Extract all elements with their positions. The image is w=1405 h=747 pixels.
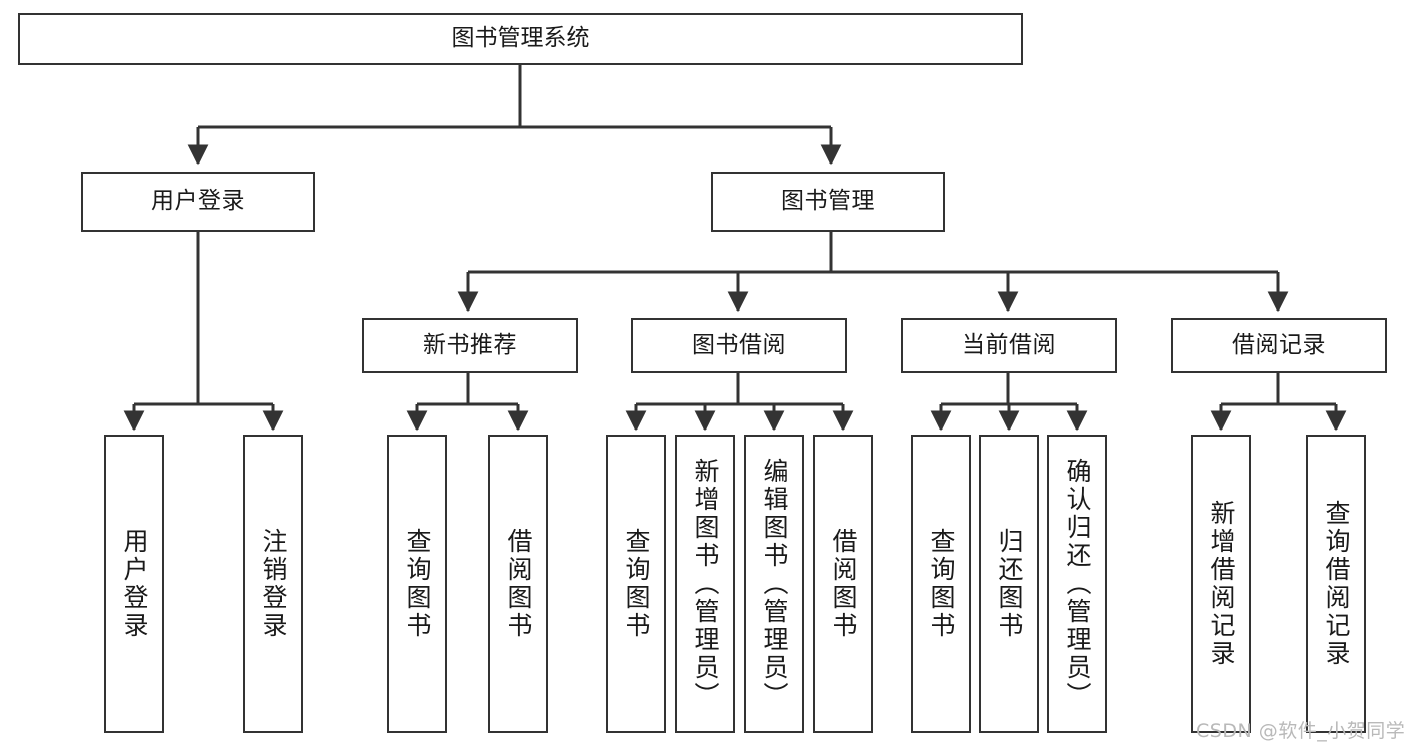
node-leaf-query-book-2-label: 查询图书 [622, 528, 651, 640]
node-leaf-query-record[interactable]: 查询借阅记录 [1306, 435, 1366, 733]
node-book-management[interactable]: 图书管理 [711, 172, 945, 232]
node-leaf-confirm-return[interactable]: 确认归还（管理员） [1047, 435, 1107, 733]
node-leaf-borrow-book-2-label: 借阅图书 [829, 528, 858, 640]
node-book-borrow[interactable]: 图书借阅 [631, 318, 847, 373]
node-user-login[interactable]: 用户登录 [81, 172, 315, 232]
node-leaf-query-record-label: 查询借阅记录 [1322, 500, 1351, 668]
node-leaf-logout-login[interactable]: 注销登录 [243, 435, 303, 733]
node-book-borrow-label: 图书借阅 [692, 331, 786, 358]
node-leaf-edit-book[interactable]: 编辑图书（管理员） [744, 435, 804, 733]
node-current-borrow[interactable]: 当前借阅 [901, 318, 1117, 373]
node-leaf-borrow-book-1[interactable]: 借阅图书 [488, 435, 548, 733]
node-leaf-return-book-label: 归还图书 [995, 528, 1024, 640]
node-leaf-add-record-label: 新增借阅记录 [1207, 500, 1236, 668]
node-borrow-record[interactable]: 借阅记录 [1171, 318, 1387, 373]
node-leaf-user-login[interactable]: 用户登录 [104, 435, 164, 733]
node-new-book-recommend[interactable]: 新书推荐 [362, 318, 578, 373]
node-root[interactable]: 图书管理系统 [18, 13, 1023, 65]
node-new-book-recommend-label: 新书推荐 [423, 331, 517, 358]
node-leaf-add-record[interactable]: 新增借阅记录 [1191, 435, 1251, 733]
node-leaf-return-book[interactable]: 归还图书 [979, 435, 1039, 733]
node-user-login-label: 用户登录 [151, 188, 245, 215]
node-book-management-label: 图书管理 [781, 188, 875, 215]
node-leaf-add-book[interactable]: 新增图书（管理员） [675, 435, 735, 733]
node-leaf-borrow-book-1-label: 借阅图书 [504, 528, 533, 640]
node-leaf-confirm-return-label: 确认归还（管理员） [1063, 458, 1092, 710]
node-current-borrow-label: 当前借阅 [962, 331, 1056, 358]
node-leaf-query-book-3-label: 查询图书 [927, 528, 956, 640]
node-leaf-query-book-2[interactable]: 查询图书 [606, 435, 666, 733]
watermark: CSDN @软件_小贺同学 [1196, 720, 1405, 742]
node-borrow-record-label: 借阅记录 [1232, 331, 1326, 358]
node-leaf-query-book-1[interactable]: 查询图书 [387, 435, 447, 733]
node-leaf-add-book-label: 新增图书（管理员） [691, 458, 720, 710]
node-leaf-logout-login-label: 注销登录 [259, 528, 288, 640]
node-root-label: 图书管理系统 [451, 25, 590, 52]
node-leaf-query-book-1-label: 查询图书 [403, 528, 432, 640]
node-leaf-user-login-label: 用户登录 [120, 528, 149, 640]
node-leaf-edit-book-label: 编辑图书（管理员） [760, 458, 789, 710]
node-leaf-borrow-book-2[interactable]: 借阅图书 [813, 435, 873, 733]
node-leaf-query-book-3[interactable]: 查询图书 [911, 435, 971, 733]
